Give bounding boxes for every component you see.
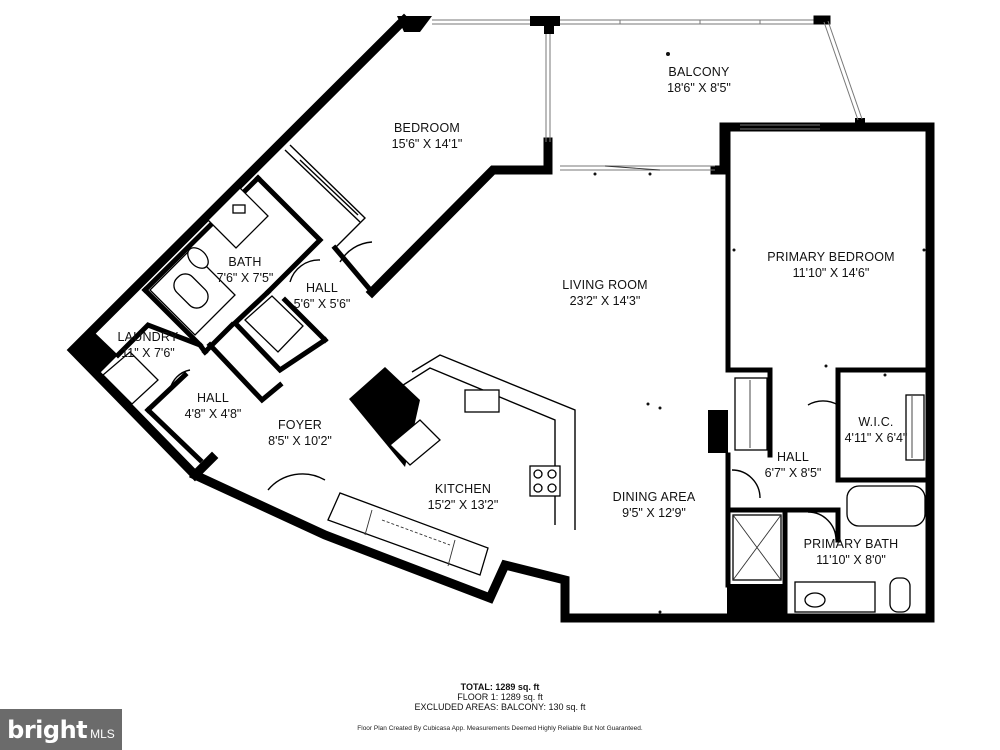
logo-brand-text: bright (7, 715, 88, 744)
balcony-outline (432, 15, 863, 171)
room-dims-wic: 4'11" X 6'4" (845, 431, 908, 445)
room-labels: BEDROOM 15'6" X 14'1" BALCONY 18'6" X 8'… (118, 65, 908, 567)
room-dims-hall-right: 6'7" X 8'5" (765, 466, 822, 480)
room-name-hall-upper: HALL (306, 281, 338, 295)
excluded-area: EXCLUDED AREAS: BALCONY: 130 sq. ft (414, 702, 586, 712)
fixtures (102, 159, 926, 613)
room-name-primary-bedroom: PRIMARY BEDROOM (767, 250, 895, 264)
room-name-hall-lower: HALL (197, 391, 229, 405)
room-name-bedroom: BEDROOM (394, 121, 460, 135)
room-dims-balcony: 18'6" X 8'5" (667, 81, 731, 95)
room-name-laundry: LAUNDRY (118, 330, 179, 344)
room-name-hall-right: HALL (777, 450, 809, 464)
room-dims-primary-bath: 11'10" X 8'0" (816, 553, 886, 567)
room-dims-foyer: 8'5" X 10'2" (268, 434, 332, 448)
room-dims-dining-area: 9'5" X 12'9" (622, 506, 686, 520)
exterior-walls (66, 13, 935, 623)
floor-area: FLOOR 1: 1289 sq. ft (457, 692, 543, 702)
room-dims-hall-lower: 4'8" X 4'8" (185, 407, 242, 421)
room-name-living-room: LIVING ROOM (562, 278, 648, 292)
room-name-foyer: FOYER (278, 418, 322, 432)
opening-markers (593, 52, 926, 614)
room-name-dining-area: DINING AREA (613, 490, 696, 504)
room-name-wic: W.I.C. (858, 415, 893, 429)
room-dims-living-room: 23'2" X 14'3" (570, 294, 641, 308)
room-dims-hall-upper: 5'6" X 5'6" (294, 297, 351, 311)
bright-mls-logo: bright MLS (0, 709, 122, 750)
room-dims-primary-bedroom: 11'10" X 14'6" (793, 266, 870, 280)
room-dims-laundry: 11" X 7'6" (121, 346, 174, 360)
room-name-primary-bath: PRIMARY BATH (804, 537, 899, 551)
room-name-kitchen: KITCHEN (435, 482, 491, 496)
room-name-balcony: BALCONY (668, 65, 730, 79)
room-dims-bath: 7'6" X 7'5" (217, 271, 274, 285)
room-dims-kitchen: 15'2" X 13'2" (428, 498, 499, 512)
total-area: TOTAL: 1289 sq. ft (0, 682, 1000, 692)
room-name-bath: BATH (228, 255, 261, 269)
room-dims-bedroom: 15'6" X 14'1" (392, 137, 463, 151)
total-area-text: TOTAL: 1289 sq. ft (460, 682, 540, 692)
floor-plan-credit: Floor Plan Created By Cubicasa App. Meas… (357, 725, 643, 732)
logo-mls-text: MLS (90, 726, 115, 741)
